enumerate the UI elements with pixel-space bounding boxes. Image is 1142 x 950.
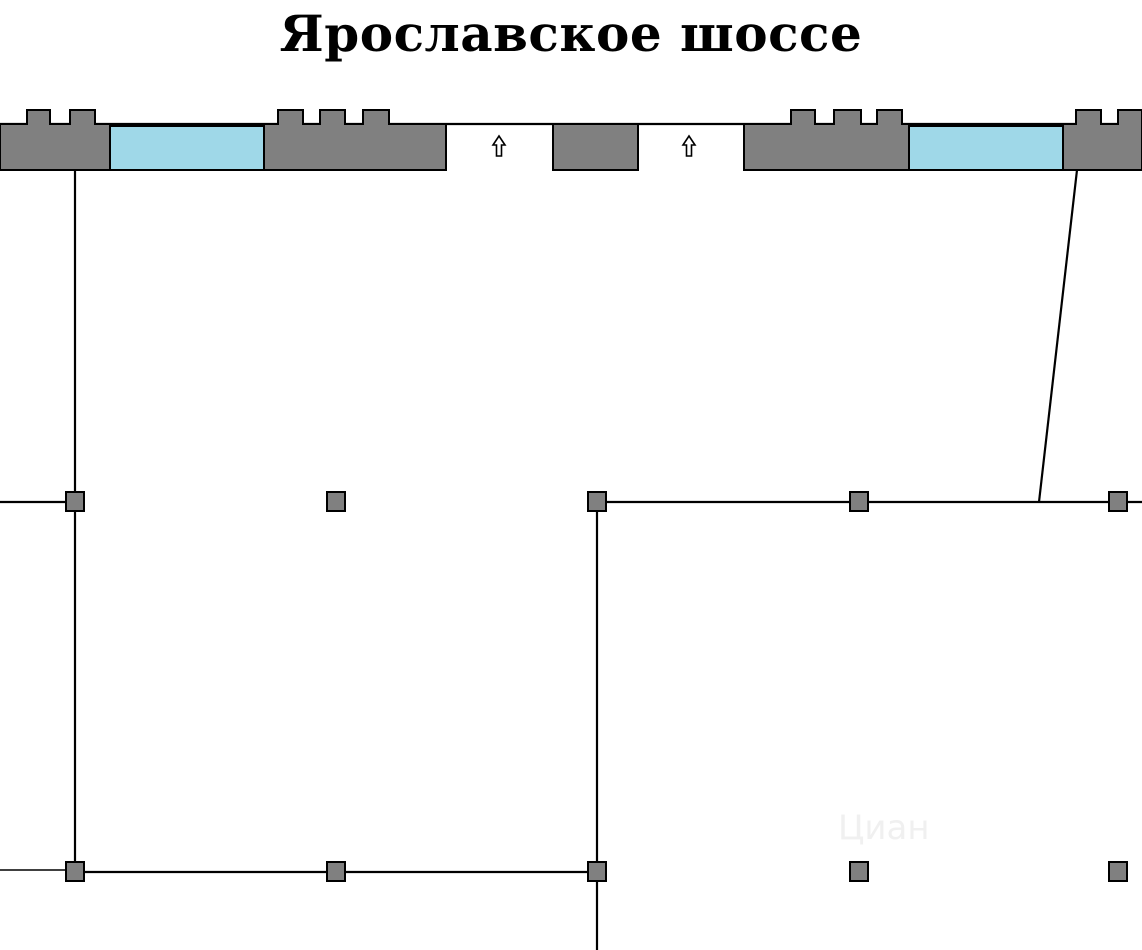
wall-segment-4 (1062, 109, 1142, 171)
up-arrow-icon (681, 134, 697, 157)
square-column-icon (326, 861, 346, 882)
wall-pillar (552, 123, 639, 171)
square-column-icon (849, 861, 869, 882)
window-2 (908, 125, 1064, 171)
square-column-icon (65, 491, 85, 512)
square-column-icon (587, 861, 607, 882)
partition-diagonal (1037, 169, 1079, 503)
square-column-icon (849, 491, 869, 512)
watermark: Циан (838, 808, 930, 848)
window-1 (109, 125, 265, 171)
wall-segment-1 (0, 109, 111, 171)
square-column-icon (326, 491, 346, 512)
square-column-icon (587, 491, 607, 512)
square-column-icon (1108, 491, 1128, 512)
wall-segment-2 (263, 109, 447, 171)
wall-segment-3 (743, 109, 910, 171)
street-title: Ярославское шоссе (279, 4, 863, 63)
square-column-icon (65, 861, 85, 882)
up-arrow-icon (491, 134, 507, 157)
square-column-icon (1108, 861, 1128, 882)
